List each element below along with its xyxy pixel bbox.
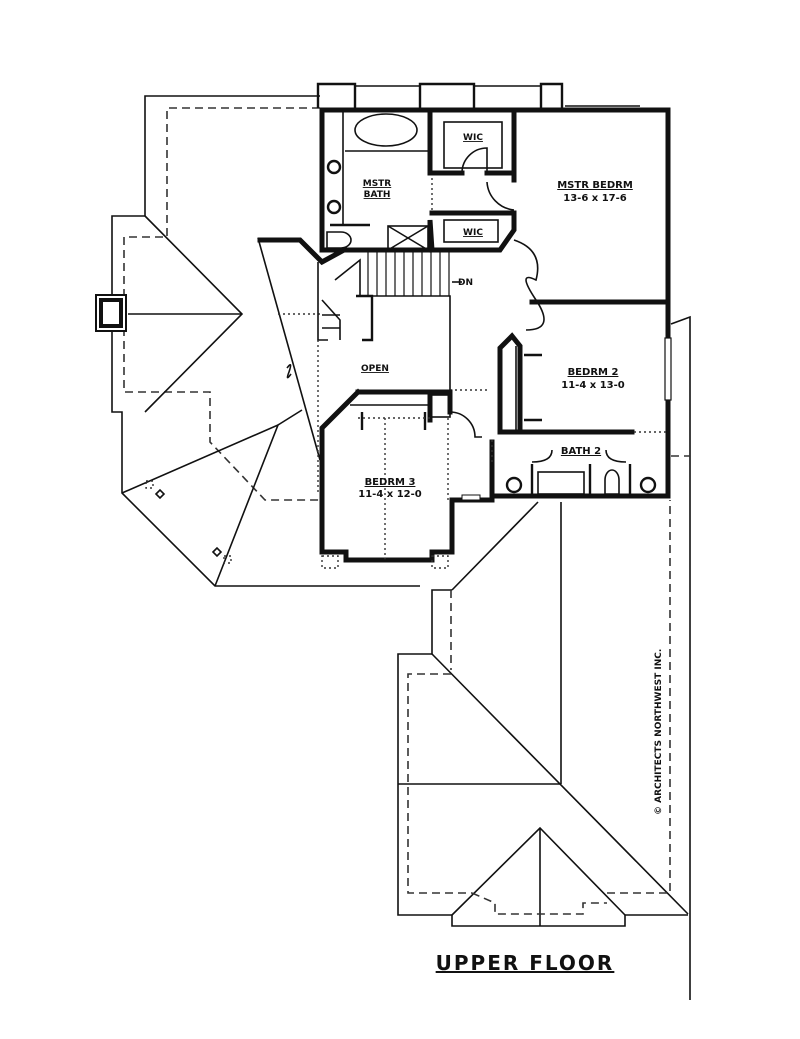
room-name-mstr-bath-2: BATH bbox=[364, 190, 391, 200]
stair-down-label: DN bbox=[458, 278, 473, 288]
sink-icon bbox=[326, 199, 342, 215]
room-size-mstr-bedrm: 13-6 x 17-6 bbox=[563, 193, 627, 204]
stair bbox=[257, 237, 490, 495]
shower-icon bbox=[387, 225, 429, 251]
sink-icon bbox=[326, 159, 342, 175]
ridge-symbol bbox=[286, 364, 292, 379]
room-labels: MSTR BEDRM 13-6 x 17-6 MSTR BATH WIC WIC… bbox=[358, 133, 664, 975]
copyright-text: © ARCHITECTS NORTHWEST INC. bbox=[654, 649, 664, 815]
room-name-bath-2: BATH 2 bbox=[561, 446, 601, 457]
room-name-mstr-bath-1: MSTR bbox=[363, 179, 392, 189]
floor-title: UPPER FLOOR bbox=[436, 951, 615, 975]
bedroom-3 bbox=[319, 388, 495, 569]
toilet-icon bbox=[326, 231, 352, 249]
sink-icon bbox=[639, 476, 657, 494]
room-name-mstr-bedrm: MSTR BEDRM bbox=[557, 180, 633, 191]
bedroom-2 bbox=[497, 299, 691, 1000]
bathtub-icon bbox=[354, 113, 418, 147]
room-name-open: OPEN bbox=[361, 364, 389, 374]
master-suite bbox=[319, 107, 671, 331]
room-size-bedrm-2: 11-4 x 13-0 bbox=[561, 380, 625, 391]
room-name-wic-1: WIC bbox=[463, 133, 483, 143]
bath-2 bbox=[489, 439, 671, 499]
room-name-wic-2: WIC bbox=[463, 228, 483, 238]
left-roof bbox=[95, 95, 420, 587]
room-size-bedrm-3: 11-4 x 12-0 bbox=[358, 489, 422, 500]
top-bays bbox=[316, 82, 640, 108]
room-name-bedrm-2: BEDRM 2 bbox=[568, 367, 619, 378]
bathtub-icon bbox=[537, 471, 585, 495]
toilet-icon bbox=[604, 469, 620, 495]
right-roof bbox=[397, 500, 689, 927]
room-name-bedrm-3: BEDRM 3 bbox=[365, 477, 416, 488]
sink-icon bbox=[505, 476, 523, 494]
